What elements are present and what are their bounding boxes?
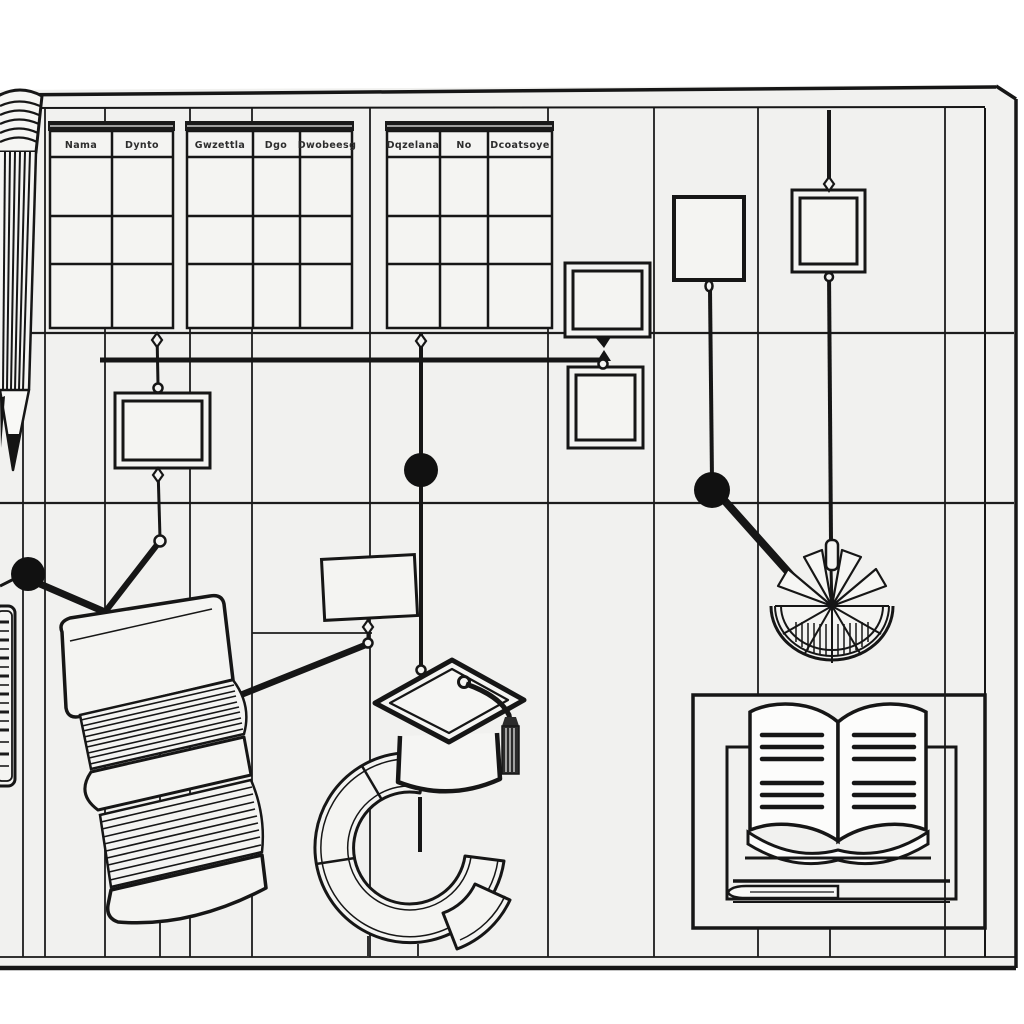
connector-dot: [694, 472, 730, 508]
books-stack-icon: [59, 593, 268, 925]
table-2-header-2: Dwobeesg: [298, 140, 357, 151]
table-3-header-1: No: [456, 140, 471, 151]
graduation-cap-icon: [372, 657, 527, 852]
connector-dot: [404, 453, 438, 487]
book-spine-icon: [0, 604, 17, 788]
open-book-frame: [691, 108, 987, 957]
table-2-header-1: Dgo: [265, 140, 287, 151]
connector-dot: [11, 557, 45, 591]
pen-shelf: [726, 879, 950, 903]
table-3: Dqzelana No Dcoatsoye: [385, 121, 554, 330]
table-3-header-2: Dcoatsoye: [490, 140, 549, 151]
donut-chart-icon: [313, 751, 512, 951]
table-2-header-0: Gwzettla: [195, 140, 246, 151]
open-book-icon: [745, 702, 931, 866]
table-1: Nama Dynto: [48, 121, 175, 330]
pencil-icon: [0, 88, 44, 472]
pinwheel-chart-icon: [769, 538, 895, 663]
table-2: Gwzettla Dgo Dwobeesg: [185, 121, 357, 330]
connector-ribbon: [595, 337, 611, 361]
table-1-header-1: Dynto: [125, 140, 159, 151]
connectors: [0, 175, 836, 704]
table-3-header-0: Dqzelana: [387, 140, 440, 151]
table-1-header-0: Nama: [65, 140, 97, 151]
node-squares: [113, 110, 867, 622]
